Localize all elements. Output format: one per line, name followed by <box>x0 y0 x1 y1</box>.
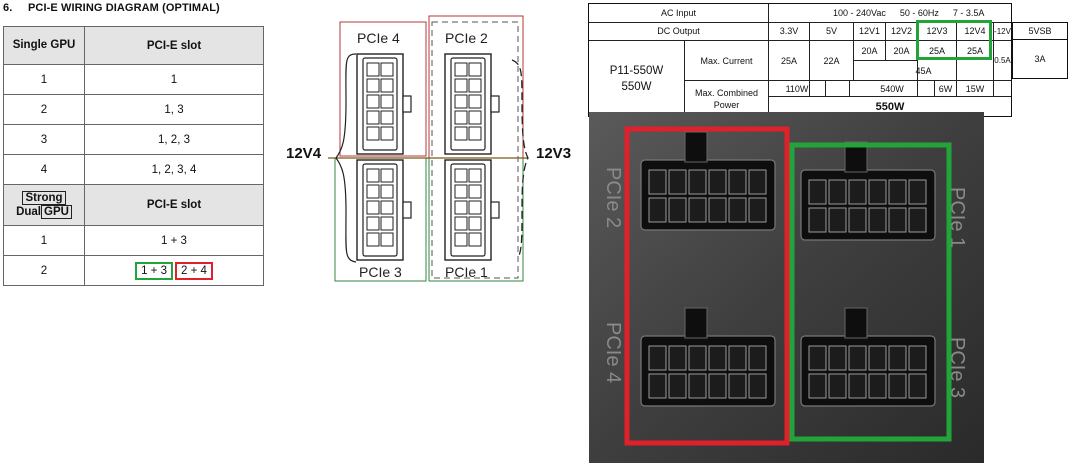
rail-neg12v: -12V <box>994 26 1011 36</box>
power-5vsb: 15W <box>965 83 985 94</box>
pcie-3-connector <box>356 159 412 261</box>
rail-5vsb: 5VSB <box>1012 22 1068 40</box>
section-heading: 6. PCI-E WIRING DIAGRAM (OPTIMAL) <box>3 2 220 14</box>
ac-current: 7 - 3.5A <box>952 8 985 18</box>
psu-spec-table: AC Input 100 - 240Vac 50 - 60Hz 7 - 3.5A… <box>588 3 1012 117</box>
section-number: 6. <box>3 2 13 14</box>
rail-12v3: 12V3 <box>926 26 948 36</box>
current-neg12v: 0.5A <box>994 56 1011 65</box>
rail-12v4: 12V4 <box>286 145 322 162</box>
power-total: 550W <box>875 100 905 113</box>
gpu-count: 3 <box>3 124 85 155</box>
rail-12v1: 12V1 <box>858 26 881 36</box>
current-3v3: 25A <box>780 55 797 66</box>
ac-input-values: 100 - 240Vac 50 - 60Hz 7 - 3.5A <box>769 4 1011 22</box>
label-pcie3: PCIe 3 <box>359 264 402 280</box>
dc-output-label: DC Output <box>657 26 700 36</box>
rail-5v: 5V <box>825 26 837 36</box>
model-wattage: 550W <box>621 80 652 93</box>
current-12v1: 20A <box>861 45 878 56</box>
rail-3v3: 3.3V <box>779 26 799 36</box>
photo-label-tl: PCIe 2 <box>602 167 624 228</box>
max-power-label: Max. Combined Power <box>685 81 768 116</box>
power-12v: 540W <box>880 83 904 94</box>
slot-list: 1, 2, 3, 4 <box>84 154 264 185</box>
slot-list: 1, 2, 3 <box>84 124 264 155</box>
slot-green-highlight: 1 + 3 <box>135 261 173 280</box>
ac-voltage: 100 - 240Vac <box>833 8 886 18</box>
col-pcie-slot-dual: PCI-E slot <box>84 184 264 226</box>
gpu-count: 2 <box>3 94 85 125</box>
current-12v-combined: 45A <box>915 65 932 76</box>
slot-red-highlight: 2 + 4 <box>175 261 213 280</box>
psu-model: P11-550W 550W <box>589 41 684 116</box>
photo-green-box <box>789 142 952 442</box>
pcie-1-connector <box>444 159 500 261</box>
model-name: P11-550W <box>609 64 664 77</box>
connector-photo-render: PCIe 2 PCIe 4 PCIe 1 PCIe 3 <box>589 112 984 463</box>
power-neg12v: 6W <box>938 83 953 94</box>
ac-input-label: AC Input <box>660 8 697 18</box>
slot-list: 1 + 3 <box>84 225 264 256</box>
label-pcie2: PCIe 2 <box>445 30 488 46</box>
slot-list: 1 <box>84 64 264 95</box>
max-current-label: Max. Current <box>700 55 753 66</box>
photo-red-box <box>624 126 790 446</box>
highlight-12v3-12v4 <box>916 20 992 60</box>
max-power-label-b: Power <box>713 99 740 110</box>
gpu-count: 2 <box>3 255 85 286</box>
photo-label-bl: PCIe 4 <box>602 322 624 383</box>
rail-12v2: 12V2 <box>890 26 913 36</box>
current-12v2: 20A <box>893 45 910 56</box>
label-pcie4: PCIe 4 <box>357 30 400 46</box>
pcie-2-connector <box>444 53 500 155</box>
gpu-label: GPU <box>41 205 72 219</box>
rail-12v3: 12V3 <box>536 145 571 162</box>
current-12v4: 25A <box>966 45 983 56</box>
current-5vsb: 3A <box>1012 40 1068 79</box>
ac-frequency: 50 - 60Hz <box>899 8 939 18</box>
current-12v3: 25A <box>928 45 945 56</box>
gpu-count: 1 <box>3 64 85 95</box>
dual-label: Dual <box>16 206 41 218</box>
gpu-count: 4 <box>3 154 85 185</box>
col-pcie-slot: PCI-E slot <box>84 26 264 65</box>
pcie-4-connector <box>356 53 412 155</box>
rail-12v4: 12V4 <box>964 26 986 36</box>
slot-list: 1, 3 <box>84 94 264 125</box>
strong-label: Strong <box>22 191 66 205</box>
pcie-connector-diagram: PCIe 4 PCIe 2 PCIe 3 PCIe 1 12V4 12V3 <box>286 15 571 282</box>
current-5v: 22A <box>823 55 840 66</box>
power-low: 110W <box>785 83 809 94</box>
gpu-count: 1 <box>3 225 85 256</box>
table-header-single: Single GPU PCI-E slot <box>3 26 264 65</box>
max-power-label-a: Max. Combined <box>694 87 759 98</box>
col-single-gpu: Single GPU <box>3 26 85 65</box>
psu-connector-photo: PCIe 2 PCIe 4 PCIe 1 PCIe 3 <box>589 112 984 463</box>
section-title: PCI-E WIRING DIAGRAM (OPTIMAL) <box>28 2 220 14</box>
label-pcie1: PCIe 1 <box>445 264 488 280</box>
